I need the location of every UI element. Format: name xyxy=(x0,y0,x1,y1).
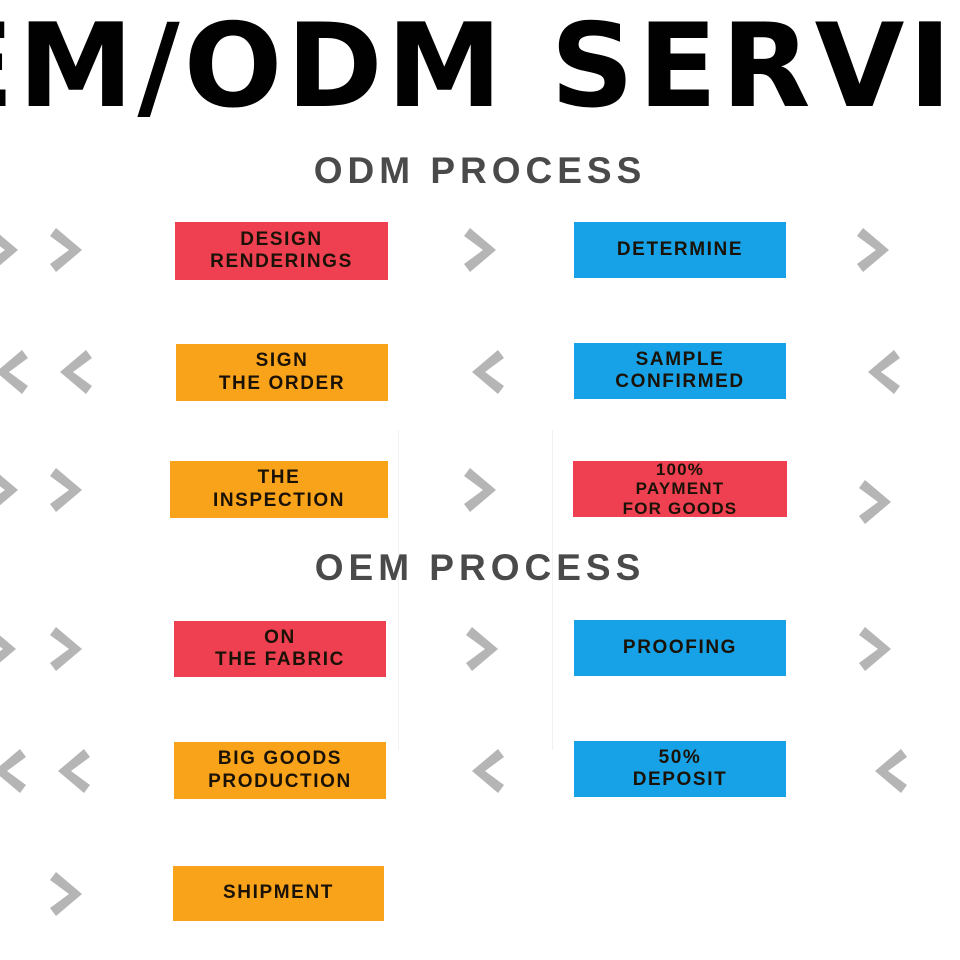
flow-row-oem-1: ON THE FABRIC PROOFING xyxy=(0,611,960,691)
section-heading-oem: OEM PROCESS xyxy=(314,547,646,588)
chevron-right-icon xyxy=(48,623,94,675)
flow-row-oem-3: SHIPMENT xyxy=(0,856,960,936)
chevron-right-icon xyxy=(48,868,94,920)
flow-row-odm-3: THE INSPECTION 100% PAYMENT FOR GOODS xyxy=(0,450,960,530)
section-heading-odm: ODM PROCESS xyxy=(313,150,647,191)
chevron-left-icon xyxy=(0,346,30,398)
flow-row-odm-2: SIGN THE ORDER SAMPLE CONFIRMED xyxy=(0,334,960,414)
chevron-right-icon xyxy=(462,224,508,276)
step-box[interactable]: 100% PAYMENT FOR GOODS xyxy=(573,460,787,518)
chevron-right-icon xyxy=(464,623,510,675)
page-title: OEM/ODM SERVICE xyxy=(0,0,960,134)
flow-row-oem-2: BIG GOODS PRODUCTION 50% DEPOSIT xyxy=(0,731,960,811)
chevron-right-icon xyxy=(48,464,94,516)
chevron-left-icon xyxy=(46,745,92,797)
step-box[interactable]: DESIGN RENDERINGS xyxy=(175,222,388,280)
chevron-left-icon xyxy=(460,346,506,398)
chevron-right-icon xyxy=(0,623,28,675)
chevron-left-icon xyxy=(460,745,506,797)
chevron-right-icon xyxy=(857,476,903,528)
chevron-left-icon xyxy=(0,745,28,797)
step-box[interactable]: BIG GOODS PRODUCTION xyxy=(174,742,386,799)
chevron-left-icon xyxy=(856,346,902,398)
chevron-left-icon xyxy=(863,745,909,797)
flow-row-odm-1: DESIGN RENDERINGS DETERMINE xyxy=(0,212,960,292)
step-box[interactable]: SAMPLE CONFIRMED xyxy=(574,343,786,399)
step-box[interactable]: 50% DEPOSIT xyxy=(574,741,786,797)
chevron-right-icon xyxy=(0,464,30,516)
step-box[interactable]: ON THE FABRIC xyxy=(174,621,386,677)
banner: OEM/ODM SERVICE xyxy=(0,0,960,140)
chevron-right-icon xyxy=(0,224,30,276)
step-box[interactable]: DETERMINE xyxy=(574,222,786,278)
step-box[interactable]: THE INSPECTION xyxy=(170,461,388,518)
step-box[interactable]: SHIPMENT xyxy=(173,866,384,921)
chevron-left-icon xyxy=(48,346,94,398)
chevron-right-icon xyxy=(855,224,901,276)
chevron-right-icon xyxy=(857,623,903,675)
chevron-right-icon xyxy=(462,464,508,516)
step-box[interactable]: SIGN THE ORDER xyxy=(176,344,388,401)
chevron-right-icon xyxy=(48,224,94,276)
step-box[interactable]: PROOFING xyxy=(574,620,786,676)
